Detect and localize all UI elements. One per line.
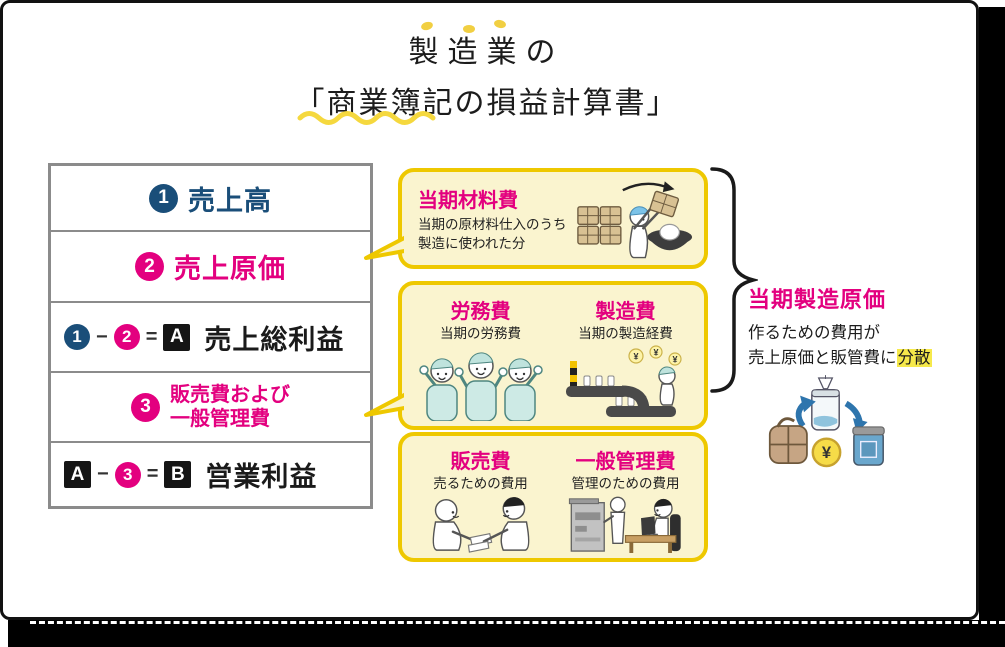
- row-label-gross-profit: 売上総利益: [204, 324, 345, 355]
- table-row-cogs: 2 売上原価: [51, 232, 370, 303]
- page-title: 製造業の 「商業簿記の損益計算書」: [0, 27, 973, 122]
- manufacturing-body: 当期の製造経費: [578, 326, 673, 341]
- row-label-sga-line1: 販売費および: [170, 384, 290, 406]
- equals-sign: =: [146, 463, 159, 485]
- labor-title: 労務費: [450, 301, 511, 323]
- badge-circle-3: 3: [114, 461, 141, 488]
- badge-square-a: A: [163, 323, 191, 351]
- row-label-sga-line2: 一般管理費: [170, 408, 270, 430]
- table-row-sales: 1 売上高: [51, 166, 370, 232]
- bubble-selling-admin: 販売費 売るための費用 一般管理費 管理のための費用: [398, 432, 708, 562]
- page-shadow-right: [979, 7, 1005, 647]
- office-admin-illustration: [568, 496, 681, 554]
- bubble-materials-title: 当期材料費: [418, 190, 518, 213]
- badge-circle-1: 1: [64, 324, 90, 350]
- badge-circle-2: 2: [113, 324, 140, 350]
- bubble-materials-body: 当期の原材料仕入のうち 製造に使われた分: [418, 216, 574, 252]
- page-corner-patch: [979, 0, 1005, 7]
- svg-text:¥: ¥: [653, 348, 658, 358]
- minus-sign: −: [97, 463, 109, 485]
- equals-sign: =: [145, 325, 158, 348]
- badge-circle-1: 1: [149, 183, 178, 213]
- sales-meeting-illustration: [432, 497, 529, 553]
- bubble-materials: 当期材料費 当期の原材料仕入のうち 製造に使われた分: [398, 168, 708, 269]
- row-label-sga: 販売費および 一般管理費: [170, 383, 290, 431]
- pl-table: 1 売上高 2 売上原価 1 − 2 = A 売上総利益 3 販売費および 一般…: [48, 163, 373, 509]
- annotation-line2: 売上原価と販管費に: [748, 348, 897, 367]
- title-line-1: 製造業の: [408, 36, 565, 69]
- workers-illustration: [418, 352, 543, 422]
- dashed-separator: [30, 621, 1005, 624]
- brace-bracket: [710, 167, 758, 393]
- admin-title: 一般管理費: [575, 451, 676, 473]
- selling-body: 売るための費用: [433, 476, 528, 491]
- svg-text:¥: ¥: [672, 355, 677, 365]
- annotation-line1: 作るための費用が: [748, 324, 880, 342]
- admin-column: 一般管理費 管理のための費用: [553, 445, 698, 554]
- manufacturing-cost-annotation: 当期製造原価 作るための費用が 売上原価と販管費に分散 ¥: [748, 282, 974, 478]
- row-label-cogs: 売上原価: [174, 254, 286, 284]
- annotation-highlight: 分散: [896, 348, 932, 367]
- labor-column: 労務費 当期の労務費: [408, 295, 553, 422]
- bubble-labor-manufacturing: 労務費 当期の労務費: [398, 281, 708, 430]
- table-row-operating-profit: A − 3 = B 営業利益: [51, 443, 370, 506]
- table-row-sga: 3 販売費および 一般管理費: [51, 373, 370, 443]
- badge-circle-2: 2: [135, 252, 164, 281]
- accent-dot: [463, 25, 475, 33]
- wavy-underline: [297, 111, 436, 125]
- table-row-gross-profit: 1 − 2 = A 売上総利益: [51, 303, 370, 373]
- title-line-2: 「商業簿記の損益計算書」: [294, 87, 679, 120]
- admin-body: 管理のための費用: [571, 476, 680, 491]
- selling-column: 販売費 売るための費用: [408, 445, 553, 554]
- row-label-sales: 売上高: [188, 185, 272, 216]
- selling-title: 販売費: [450, 451, 511, 473]
- row-label-operating-profit: 営業利益: [205, 462, 318, 492]
- factory-line-illustration: ¥ ¥ ¥: [565, 345, 682, 418]
- labor-body: 当期の労務費: [440, 326, 521, 341]
- badge-square-a: A: [64, 461, 91, 488]
- materials-illustration: [577, 180, 693, 258]
- svg-text:¥: ¥: [633, 352, 638, 362]
- minus-sign: −: [96, 325, 108, 348]
- bubble-materials-body-line1: 当期の原材料仕入のうち: [418, 217, 567, 233]
- bubble-tail: [364, 235, 404, 260]
- manufacturing-column: 製造費 当期の製造経費 ¥ ¥ ¥: [553, 295, 698, 422]
- annotation-body: 作るための費用が 売上原価と販管費に分散: [748, 321, 974, 371]
- badge-circle-3: 3: [131, 392, 160, 422]
- bubble-tail: [364, 392, 404, 417]
- manufacturing-title: 製造費: [595, 301, 656, 323]
- svg-text:¥: ¥: [822, 443, 832, 462]
- annotation-title: 当期製造原価: [748, 287, 887, 312]
- bubble-materials-body-line2: 製造に使われた分: [418, 235, 526, 251]
- bubble-materials-text: 当期材料費 当期の原材料仕入のうち 製造に使われた分: [418, 184, 574, 252]
- badge-square-b: B: [164, 461, 192, 488]
- cost-split-illustration: ¥: [768, 374, 885, 467]
- page-shadow-bottom: [8, 620, 1005, 647]
